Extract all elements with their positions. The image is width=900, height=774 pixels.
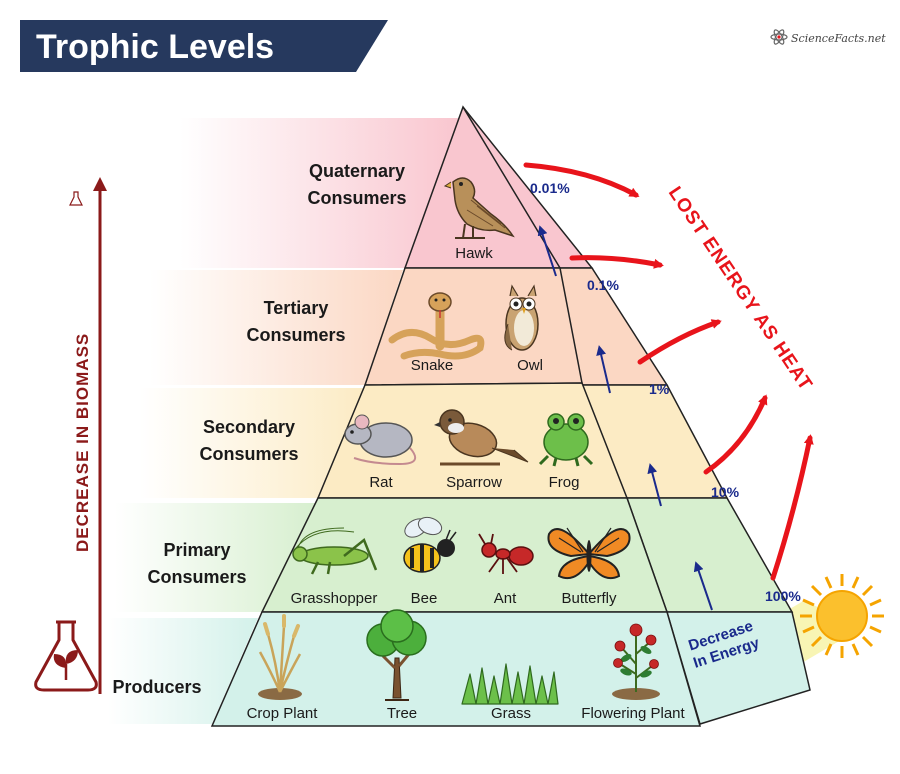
heat-arrow-primary xyxy=(703,394,768,475)
level-names: Quaternary Consumers Tertiary Consumers … xyxy=(112,161,406,697)
sun-icon xyxy=(800,574,884,658)
rat-icon xyxy=(344,414,417,466)
organism-label-crop-plant: Crop Plant xyxy=(247,705,319,722)
level-bands xyxy=(108,118,460,724)
biomass-axis: DECREASE IN BIOMASS xyxy=(34,177,107,694)
level-name-secondary-1: Secondary xyxy=(203,417,295,437)
organism-label-sparrow: Sparrow xyxy=(446,474,502,491)
ant-icon xyxy=(478,533,534,574)
energy-arrow-4 xyxy=(537,225,557,277)
organism-label-hawk: Hawk xyxy=(455,245,493,262)
level-name-primary-1: Primary xyxy=(163,540,230,560)
tree-icon xyxy=(366,609,427,701)
level-name-producers: Producers xyxy=(112,677,201,697)
energy-arrow-3 xyxy=(596,345,611,394)
energy-percent-tertiary: 0.1% xyxy=(587,277,619,293)
organism-label-flowering-plant: Flowering Plant xyxy=(581,705,685,722)
butterfly-icon xyxy=(547,527,631,580)
title-banner: Trophic Levels xyxy=(20,20,388,72)
biomass-axis-label: DECREASE IN BIOMASS xyxy=(73,333,92,552)
energy-arrow-1 xyxy=(693,561,713,611)
bee-icon xyxy=(403,516,457,573)
energy-percent-secondary: 1% xyxy=(649,381,670,397)
sparrow-icon xyxy=(434,409,529,466)
band-secondary xyxy=(140,388,364,498)
organism-label-grass: Grass xyxy=(491,705,531,722)
organism-label-butterfly: Butterfly xyxy=(561,590,617,607)
organism-label-owl: Owl xyxy=(517,357,543,374)
energy-flow-arrows xyxy=(537,225,713,611)
organism-label-rat: Rat xyxy=(369,474,393,491)
atom-icon xyxy=(770,29,788,45)
energy-percent-quaternary: 0.01% xyxy=(530,180,570,196)
logo-text: ScienceFacts.net xyxy=(791,32,886,45)
flowering-plant-icon xyxy=(612,623,660,700)
frog-icon xyxy=(538,413,594,467)
logo: ScienceFacts.net xyxy=(770,29,886,45)
level-name-quaternary-1: Quaternary xyxy=(309,161,405,181)
crop-plant-icon xyxy=(258,614,302,700)
level-name-secondary-2: Consumers xyxy=(199,444,298,464)
heat-arrow-quaternary xyxy=(523,162,640,198)
level-name-tertiary-2: Consumers xyxy=(246,325,345,345)
snake-icon xyxy=(388,292,485,360)
heat-arrow-tertiary xyxy=(569,255,664,269)
level-name-primary-2: Consumers xyxy=(147,567,246,587)
organism-label-ant: Ant xyxy=(494,590,517,607)
level-name-quaternary-2: Consumers xyxy=(307,188,406,208)
energy-percent-producers: 100% xyxy=(765,588,801,604)
band-primary xyxy=(115,503,316,612)
organism-label-grasshopper: Grasshopper xyxy=(291,590,378,607)
owl-icon xyxy=(504,284,539,351)
hawk-icon xyxy=(443,177,515,239)
page-title: Trophic Levels xyxy=(36,28,274,66)
grasshopper-icon xyxy=(292,527,378,575)
band-tertiary xyxy=(150,270,403,385)
grass-icon xyxy=(461,663,559,705)
band-producers xyxy=(108,618,258,724)
organism-label-tree: Tree xyxy=(387,705,417,722)
heat-loss-arrows xyxy=(523,162,814,581)
band-quaternary xyxy=(180,118,460,268)
organism-label-snake: Snake xyxy=(411,357,454,374)
energy-percentages: 0.01% 0.1% 1% 10% 100% xyxy=(530,180,801,604)
level-name-tertiary-1: Tertiary xyxy=(264,298,329,318)
flask-icon xyxy=(69,191,83,206)
organism-labels: Hawk Snake Owl Rat Sparrow Frog Grasshop… xyxy=(247,245,686,722)
organism-label-frog: Frog xyxy=(549,474,580,491)
tier-producers xyxy=(210,611,701,727)
energy-percent-primary: 10% xyxy=(711,484,740,500)
plant-flask-icon xyxy=(34,620,98,692)
organism-label-bee: Bee xyxy=(411,590,438,607)
heat-arrow-secondary xyxy=(637,319,722,365)
title-banner-bg xyxy=(20,20,388,72)
energy-arrow-2 xyxy=(647,463,662,507)
heat-arrow-producers xyxy=(770,434,814,581)
lost-energy-label: LOST ENERGY AS HEAT xyxy=(664,183,816,395)
